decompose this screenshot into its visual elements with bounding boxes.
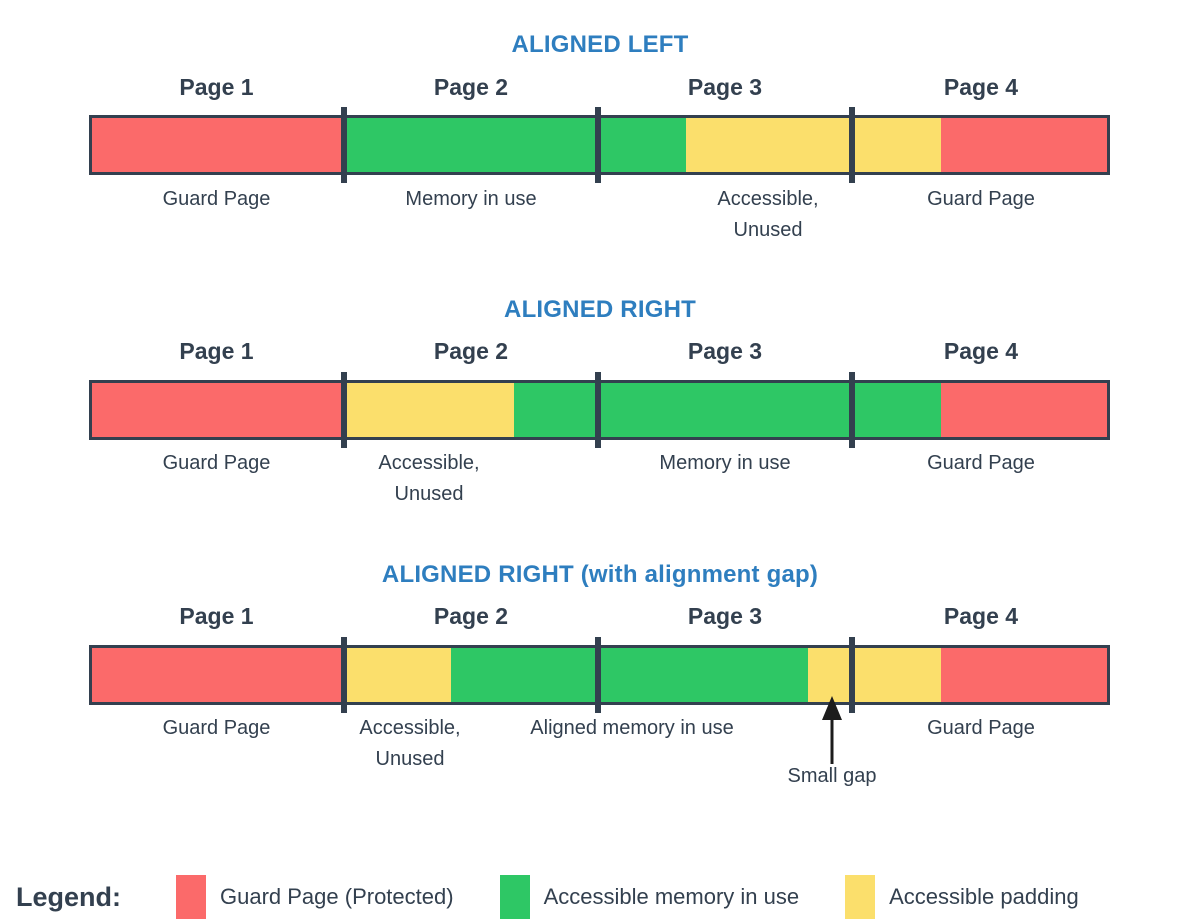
page-label-3: Page 3 [687, 603, 763, 629]
segment-small-gap [808, 648, 941, 702]
page-label-2: Page 2 [433, 338, 509, 364]
page-label-1: Page 1 [179, 74, 254, 100]
segment-guard-page-left [92, 648, 344, 702]
page-label-2: Page 2 [433, 603, 509, 629]
diagram-title-main: ALIGNED LEFT [511, 31, 689, 58]
legend-label-guard-page: Guard Page (Protected) [220, 884, 454, 909]
page-label-4: Page 4 [943, 603, 1019, 629]
segment-caption-3: Accessible, Unused [717, 188, 819, 241]
page-divider-tick-1 [341, 637, 347, 713]
page-label-3: Page 3 [687, 338, 763, 364]
page-divider-tick-1 [341, 372, 347, 448]
diagram-title: ALIGNED LEFT [0, 31, 1200, 59]
page-divider-tick-1 [341, 107, 347, 183]
segment-caption-1: Guard Page [162, 188, 271, 210]
diagram-title: ALIGNED RIGHT [0, 296, 1200, 324]
legend-item-guard-page: Guard Page (Protected) [176, 875, 454, 919]
segment-memory-in-use [344, 118, 686, 172]
segment-guard-page-right [941, 383, 1107, 437]
page-label-2: Page 2 [433, 74, 509, 100]
segment-caption-4: Guard Page [927, 452, 1035, 474]
legend: Legend: Guard Page (Protected) Accessibl… [0, 872, 1200, 922]
diagram-title: ALIGNED RIGHT (with alignment gap) [0, 561, 1200, 589]
page-label-4: Page 4 [943, 74, 1019, 100]
segment-guard-page-left [92, 118, 344, 172]
legend-title: Legend: [16, 881, 121, 912]
segment-guard-page-right [941, 118, 1107, 172]
segment-caption-4: Guard Page [927, 717, 1035, 739]
segment-guard-page-left [92, 383, 344, 437]
segment-accessible-unused [344, 383, 514, 437]
segment-caption-3: Aligned memory in use [530, 717, 734, 739]
legend-swatch-in-use-icon [499, 875, 530, 919]
segment-memory-in-use [514, 383, 941, 437]
legend-swatch-padding-icon [845, 875, 876, 919]
segment-caption-2: Accessible, Unused [359, 717, 461, 770]
page-label-3: Page 3 [687, 74, 763, 100]
segment-caption-2: Memory in use [405, 188, 537, 210]
page-label-4: Page 4 [943, 338, 1019, 364]
page-divider-tick-3 [849, 637, 855, 713]
legend-swatch-guard-icon [176, 875, 206, 919]
legend-label-memory-in-use: Accessible memory in use [543, 884, 800, 909]
page-divider-tick-2 [595, 637, 601, 713]
page-divider-tick-2 [595, 372, 601, 448]
segment-caption-4: Guard Page [927, 188, 1035, 210]
page-divider-tick-3 [849, 372, 855, 448]
page-divider-tick-3 [849, 107, 855, 183]
segment-aligned-memory-in-use [451, 648, 808, 702]
diagram-title-main: ALIGNED RIGHT [504, 296, 696, 323]
segment-caption-1: Guard Page [162, 717, 271, 739]
segment-accessible-unused [686, 118, 941, 172]
legend-item-memory-in-use: Accessible memory in use [499, 875, 800, 919]
small-gap-arrow-icon [822, 696, 842, 764]
page-labels-row: Page 1 Page 2 Page 3 Page 4 [0, 603, 1200, 633]
page-labels-row: Page 1 Page 2 Page 3 Page 4 [0, 74, 1200, 104]
legend-label-accessible-padding: Accessible padding [889, 884, 1079, 909]
page-divider-tick-2 [595, 107, 601, 183]
segment-caption-1: Guard Page [162, 452, 271, 474]
segment-caption-2: Accessible, Unused [378, 452, 480, 505]
legend-item-accessible-padding: Accessible padding [845, 875, 1079, 919]
page-label-1: Page 1 [179, 338, 254, 364]
segment-guard-page-right [941, 648, 1107, 702]
diagram-title-main: ALIGNED RIGHT [381, 561, 574, 588]
segment-caption-3: Memory in use [659, 452, 791, 474]
diagram-title-suffix: (with alignment gap) [573, 561, 819, 588]
page-label-1: Page 1 [179, 603, 254, 629]
segment-accessible-unused [344, 648, 451, 702]
small-gap-annotation-label: Small gap [787, 765, 877, 787]
page-labels-row: Page 1 Page 2 Page 3 Page 4 [0, 338, 1200, 368]
